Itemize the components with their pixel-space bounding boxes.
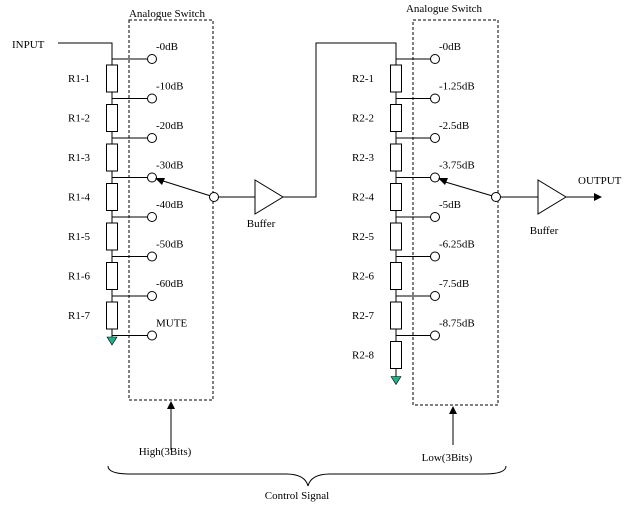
right-wiper-arrowhead	[438, 178, 448, 185]
control-signal-label: Control Signal	[265, 490, 329, 502]
left-attenuator-stage: Analogue Switch INPUT -0dB -10dB -20dB -30d…	[12, 8, 397, 458]
right-buffer-label: Buffer	[530, 225, 559, 237]
right-resistor-label: R2-6	[352, 271, 375, 283]
output-label: OUTPUT	[578, 175, 622, 187]
right-resistor-label: R2-1	[352, 73, 374, 85]
right-tap-node	[430, 251, 440, 262]
right-switch-common-node	[491, 192, 501, 202]
right-tap-label: -8.75dB	[439, 318, 475, 330]
high-control-arrowhead	[167, 401, 175, 409]
left-resistor	[106, 183, 118, 211]
right-switch-title: Analogue Switch	[406, 3, 483, 15]
left-tap-node	[147, 291, 157, 301]
right-tap-node	[430, 93, 440, 104]
right-analogue-switch-box	[412, 19, 499, 406]
right-resistor-ladder: -0dB -1.25dB -2.5dB -3.75dB -5dB -6.25dB -7.5d…	[352, 41, 475, 386]
left-switch-title: Analogue Switch	[129, 8, 206, 20]
control-signal-brace	[107, 465, 507, 487]
right-resistor-label: R2-3	[352, 152, 375, 164]
right-wiper-line	[441, 180, 497, 198]
right-tap-label: -6.25dB	[439, 239, 475, 251]
right-resistor	[390, 301, 402, 330]
left-resistor	[106, 222, 118, 251]
left-resistor-label: R1-5	[68, 231, 91, 243]
input-label: INPUT	[12, 39, 45, 51]
left-resistor-label: R1-3	[68, 152, 91, 164]
left-resistor	[106, 104, 118, 132]
left-ground-icon	[106, 336, 118, 346]
right-tap-node	[430, 291, 440, 301]
left-resistor-ladder: -0dB -10dB -20dB -30dB -40dB -50dB -60dB MUTE R1…	[68, 41, 187, 346]
left-tap-node	[147, 251, 157, 262]
left-tap-node	[147, 330, 157, 341]
right-tap-label: -1.25dB	[439, 81, 475, 93]
left-resistor	[106, 301, 118, 330]
input-wire	[58, 42, 113, 65]
left-tap-label: MUTE	[156, 318, 187, 330]
left-wiper-line	[159, 179, 215, 198]
left-resistor-label: R1-6	[68, 271, 91, 283]
left-buffer-label: Buffer	[247, 218, 276, 230]
right-buffer-triangle	[537, 179, 567, 215]
right-tap-label: -3.75dB	[439, 160, 475, 172]
left-tap-node	[147, 133, 157, 143]
left-tap-label: -50dB	[156, 239, 184, 251]
right-ground-icon	[390, 376, 402, 386]
high-control-label: High(3Bits)	[139, 446, 192, 458]
left-resistor	[106, 143, 118, 172]
right-resistor-label: R2-4	[352, 192, 375, 204]
right-resistor	[390, 341, 402, 369]
right-resistor	[390, 143, 402, 172]
left-resistor-label: R1-2	[68, 113, 90, 125]
left-resistor-label: R1-4	[68, 192, 91, 204]
left-tap-node	[147, 93, 157, 104]
right-tap-label: -5dB	[439, 199, 461, 211]
left-switch-common-node	[209, 192, 219, 202]
left-tap-label: -40dB	[156, 199, 184, 211]
right-resistor	[390, 104, 402, 132]
left-tap-label: -0dB	[156, 41, 178, 53]
right-tap-node	[430, 172, 440, 183]
right-resistor-label: R2-8	[352, 350, 375, 362]
left-resistor-label: R1-7	[68, 310, 91, 322]
left-tap-node	[147, 172, 157, 183]
left-tap-label: -10dB	[156, 81, 184, 93]
right-tap-node	[430, 133, 440, 143]
right-resistor-label: R2-2	[352, 113, 374, 125]
low-control-label: Low(3Bits)	[422, 452, 473, 464]
right-resistor-label: R2-5	[352, 231, 375, 243]
left-resistor	[106, 262, 118, 290]
right-tap-node	[430, 212, 440, 222]
left-wiper-arrowhead	[155, 178, 165, 185]
right-tap-node	[430, 330, 440, 341]
left-buffer-triangle	[254, 179, 284, 215]
right-attenuator-stage: Analogue Switch -0dB -1.25dB -2.5dB -3.75dB…	[352, 3, 622, 464]
right-tap-label: -2.5dB	[439, 120, 469, 132]
right-resistor	[390, 262, 402, 290]
right-resistor	[390, 183, 402, 211]
left-tap-label: -20dB	[156, 120, 184, 132]
interstage-wire	[283, 42, 397, 198]
right-resistor	[390, 222, 402, 251]
right-tap-label: -0dB	[439, 41, 461, 53]
low-control-arrowhead	[449, 406, 457, 414]
right-tap-label: -7.5dB	[439, 278, 469, 290]
left-resistor	[106, 64, 118, 93]
left-tap-label: -60dB	[156, 278, 184, 290]
left-analogue-switch-box	[128, 19, 214, 401]
left-tap-node	[147, 54, 157, 64]
left-resistor-label: R1-1	[68, 73, 90, 85]
output-arrowhead	[594, 193, 602, 201]
right-resistor	[390, 64, 402, 93]
right-tap-node	[430, 54, 440, 64]
right-resistor-label: R2-7	[352, 310, 375, 322]
left-tap-node	[147, 212, 157, 222]
left-tap-label: -30dB	[156, 160, 184, 172]
